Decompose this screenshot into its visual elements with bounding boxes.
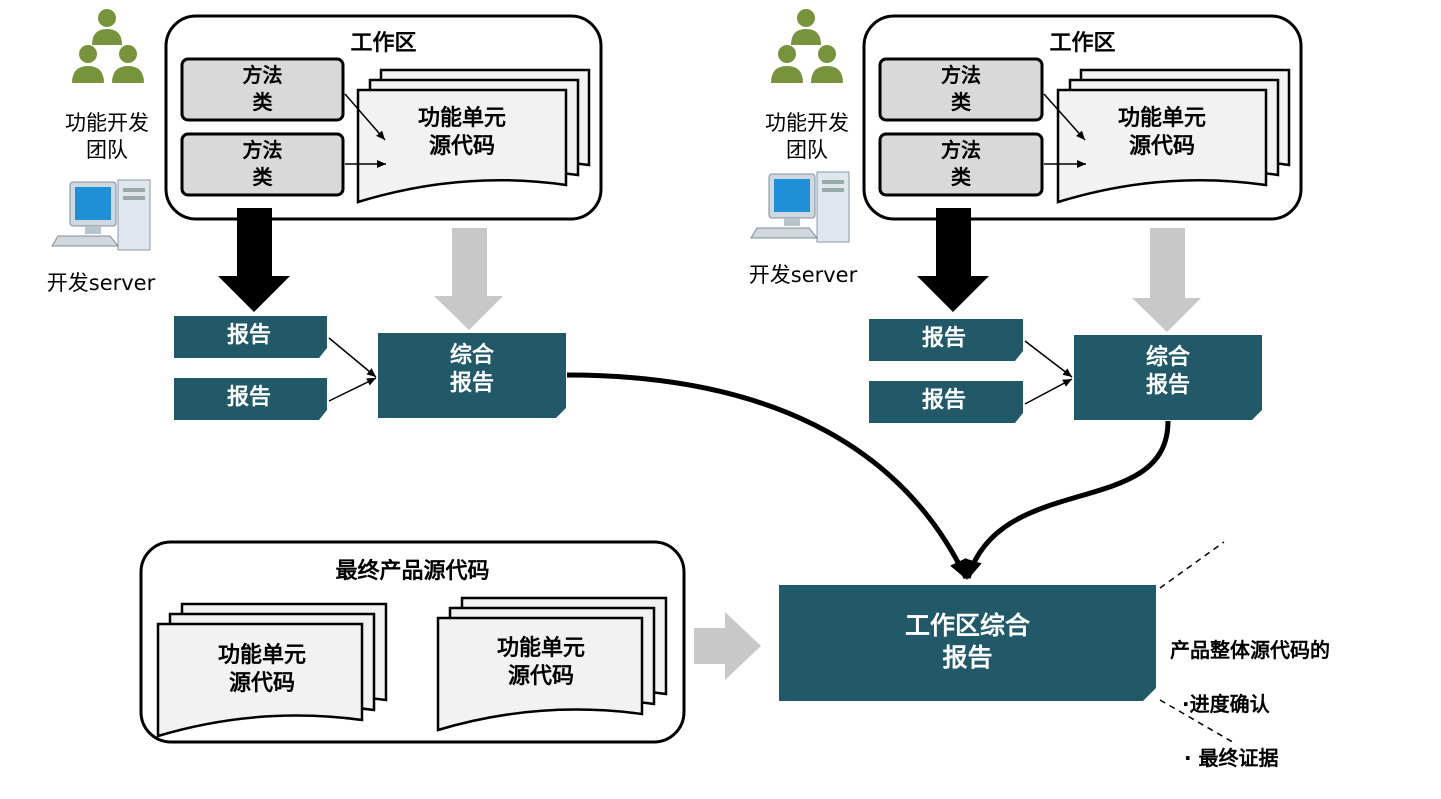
report-box (174, 316, 327, 358)
unit-source-label: 功能单元 源代码 (1117, 106, 1206, 159)
team-icon (771, 9, 843, 83)
final-unit-label: 功能单元 源代码 (217, 643, 306, 696)
method-class-label: 方法 类 (941, 138, 981, 189)
note-line: ·进度确认 (1182, 692, 1270, 716)
final-unit-label: 功能单元 源代码 (496, 636, 585, 689)
method-box (180, 57, 345, 122)
report-label: 报告 (226, 385, 271, 410)
method-box (878, 132, 1044, 197)
method-box (878, 57, 1044, 122)
workspace-title: 工作区 (1049, 31, 1116, 56)
gray-down-arrow (1132, 228, 1201, 332)
method-class-label: 方法 类 (941, 63, 981, 114)
black-down-arrow (218, 208, 290, 312)
method-class-label: 方法 类 (242, 138, 283, 189)
final-source-title: 最终产品源代码 (335, 559, 490, 584)
flow-curve-left (566, 372, 969, 580)
method-class-label: 方法 类 (242, 63, 283, 114)
gray-right-arrow (694, 612, 761, 680)
combined-report-label: 综合 报告 (1145, 345, 1190, 398)
combined-report-label: 综合 报告 (449, 343, 494, 396)
method-box (180, 132, 345, 197)
workspace-report-box (779, 585, 1156, 701)
unit-source-label: 功能单元 源代码 (417, 106, 506, 159)
combined-report-box (378, 333, 566, 418)
workspace-report-label: 工作区综合 报告 (904, 611, 1030, 672)
team-label: 功能开发 团队 (765, 111, 849, 162)
report-box (869, 381, 1023, 423)
report-label: 报告 (921, 388, 966, 413)
server-computer-icon (750, 171, 850, 243)
report-label: 报告 (226, 323, 271, 348)
server-label: 开发server (748, 263, 858, 287)
unit-source-doc (1056, 68, 1291, 204)
final-unit-doc (436, 596, 668, 732)
note-line: · 最终证据 (1184, 746, 1279, 770)
final-unit-doc (156, 602, 388, 738)
black-down-arrow (917, 208, 989, 312)
note-text: 产品整体源代码的 ·进度确认 · 最终证据 (1170, 610, 1380, 799)
note-line: 产品整体源代码的 (1170, 638, 1330, 662)
gray-down-arrow (434, 228, 503, 330)
workspace-title: 工作区 (350, 31, 417, 56)
report-label: 报告 (921, 326, 966, 351)
diagram-canvas (51, 9, 1303, 745)
team-icon (72, 9, 144, 83)
server-computer-icon (51, 179, 151, 251)
team-label: 功能开发 团队 (65, 111, 149, 162)
server-label: 开发server (46, 271, 156, 295)
flow-curve-right (964, 420, 1171, 580)
combined-report-box (1074, 335, 1262, 420)
report-box (869, 319, 1023, 361)
report-box (174, 378, 327, 420)
unit-source-doc (356, 68, 591, 204)
